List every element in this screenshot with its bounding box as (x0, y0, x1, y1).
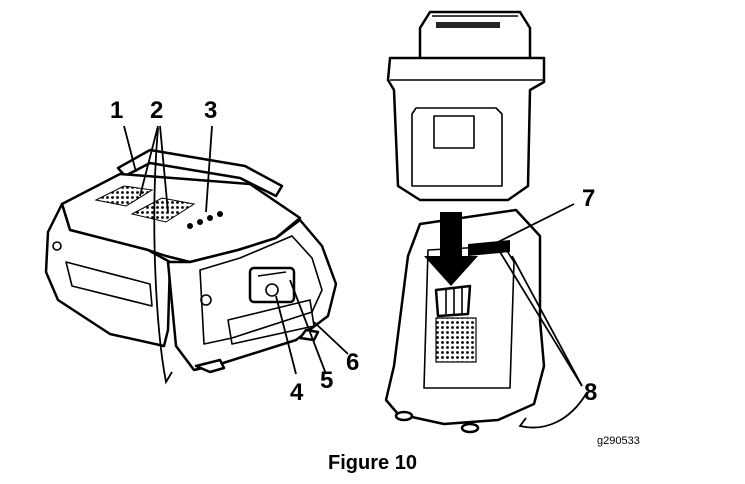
callout-7: 7 (582, 185, 595, 212)
charging-dock-illustration (384, 208, 546, 434)
callout-5: 5 (320, 367, 333, 394)
graphic-code: g290533 (597, 435, 640, 447)
callout-6: 6 (346, 349, 359, 376)
callout-2: 2 (150, 97, 163, 124)
battery-top-illustration (386, 10, 546, 202)
callout-1: 1 (110, 97, 123, 124)
battery-pack-illustration (44, 148, 338, 374)
callout-3: 3 (204, 97, 217, 124)
leader-lines (123, 125, 587, 429)
figure-caption: Figure 10 (328, 452, 417, 474)
callout-4: 4 (290, 379, 304, 406)
callout-8: 8 (584, 379, 597, 406)
